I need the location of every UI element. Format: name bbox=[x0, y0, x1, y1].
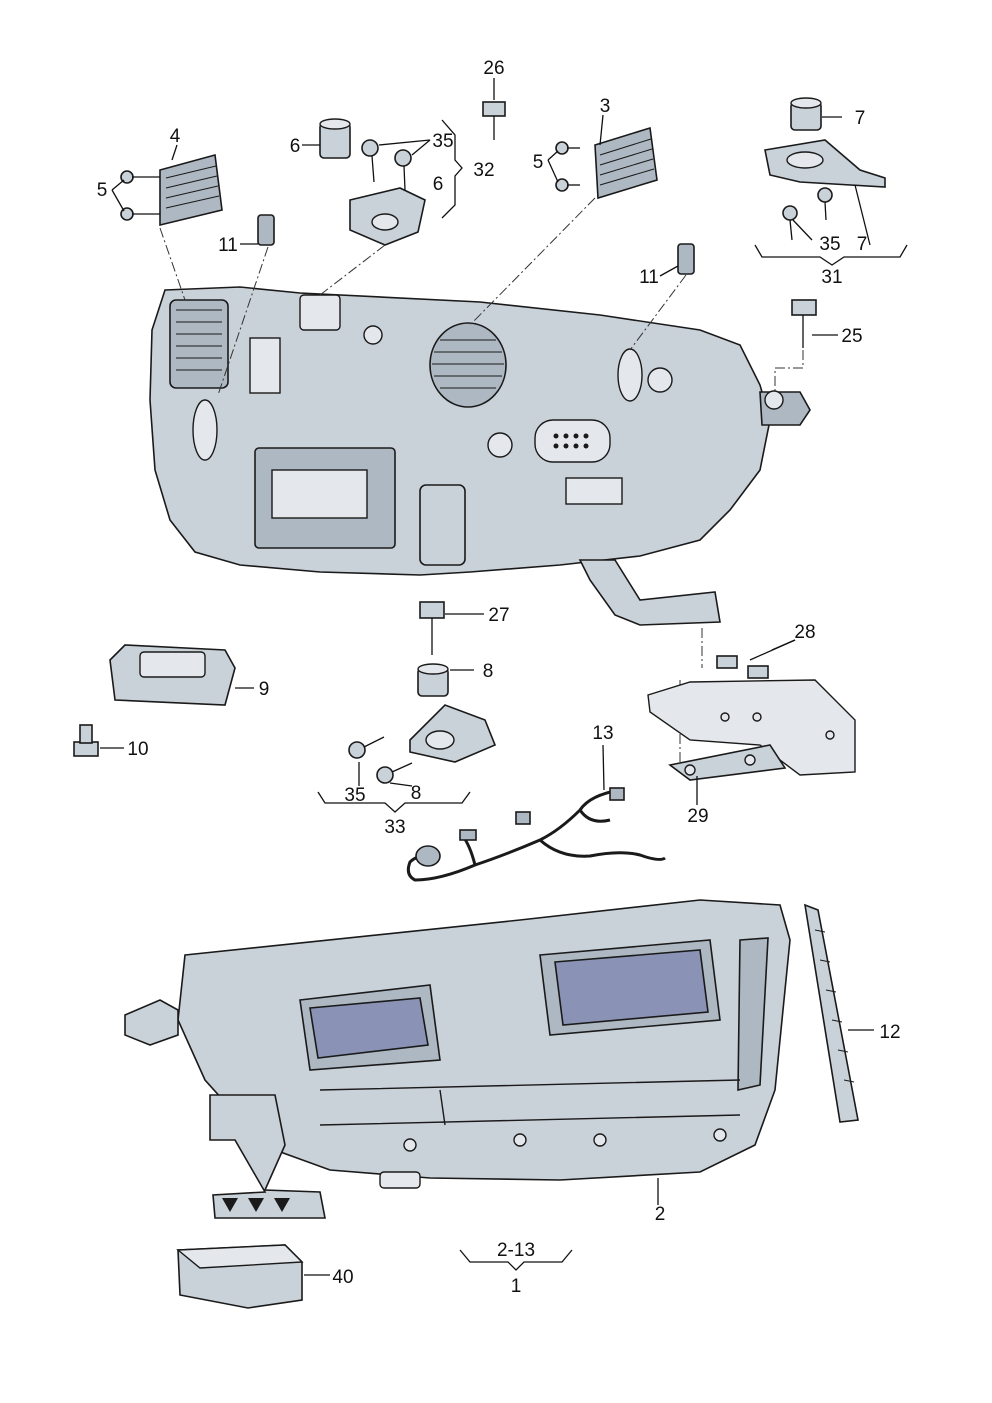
leaders bbox=[100, 78, 908, 1276]
callout-27: 27 bbox=[488, 605, 509, 626]
callout-4: 4 bbox=[170, 126, 181, 147]
callout-13: 13 bbox=[592, 723, 613, 744]
screws-35-lower bbox=[348, 736, 413, 784]
callout-32: 32 bbox=[473, 160, 494, 181]
control-unit-9 bbox=[109, 644, 236, 706]
callout-2-13: 2-13 bbox=[497, 1240, 535, 1261]
callout-7-cap: 7 bbox=[855, 108, 866, 129]
clip-11-left bbox=[257, 214, 275, 246]
callout-25: 25 bbox=[841, 326, 862, 347]
callout-11-right: 11 bbox=[639, 267, 659, 288]
led-heatsink-left bbox=[159, 153, 223, 227]
bracket-29 bbox=[668, 744, 787, 781]
cap-7 bbox=[790, 97, 822, 131]
screws-5-left bbox=[120, 170, 160, 221]
clip-11-right bbox=[677, 243, 695, 275]
bracket-7 bbox=[764, 139, 886, 188]
screws-35-right bbox=[782, 187, 833, 241]
callout-8-cap: 8 bbox=[483, 661, 494, 682]
callout-8-bracket: 8 bbox=[411, 783, 422, 804]
headlight-housing-rear bbox=[149, 286, 811, 626]
protective-cap bbox=[319, 118, 351, 159]
headlight-front-2 bbox=[124, 899, 791, 1219]
callout-40: 40 bbox=[332, 1267, 353, 1288]
callout-29: 29 bbox=[687, 806, 708, 827]
callout-10: 10 bbox=[127, 739, 148, 760]
callout-2: 2 bbox=[655, 1204, 666, 1225]
body-panel bbox=[647, 679, 856, 776]
callout-35-lower: 35 bbox=[344, 785, 365, 806]
callout-5-left: 5 bbox=[97, 180, 108, 201]
wiring-harness-13 bbox=[406, 787, 666, 882]
callout-35-right: 35 bbox=[819, 234, 840, 255]
screw-26 bbox=[482, 101, 506, 140]
screws-28 bbox=[716, 655, 769, 679]
callout-7-bracket: 7 bbox=[857, 234, 868, 255]
callout-11-left: 11 bbox=[218, 235, 238, 256]
screw-25 bbox=[791, 299, 817, 348]
cap-8 bbox=[417, 663, 449, 697]
bracket-8 bbox=[409, 704, 497, 763]
screws-5-right bbox=[555, 141, 580, 192]
seal-strip-12 bbox=[803, 903, 859, 1123]
callout-6-bracket: 6 bbox=[433, 174, 444, 195]
screw-10 bbox=[73, 724, 99, 757]
callout-12: 12 bbox=[879, 1022, 900, 1043]
screws-35-upper bbox=[361, 139, 412, 191]
callout-33: 33 bbox=[384, 817, 405, 838]
callout-35-top: 35 bbox=[432, 131, 453, 152]
assembly-lines bbox=[159, 197, 804, 768]
callout-6-cap: 6 bbox=[290, 136, 301, 157]
callout-9: 9 bbox=[259, 679, 270, 700]
callout-26: 26 bbox=[483, 58, 504, 79]
callout-1: 1 bbox=[511, 1276, 522, 1297]
callout-5-right: 5 bbox=[533, 152, 544, 173]
callout-31: 31 bbox=[821, 267, 842, 288]
bracket-6 bbox=[349, 187, 426, 246]
led-heatsink-right bbox=[594, 126, 658, 200]
callout-labels: 26 4 6 35 32 6 5 5 3 7 11 11 35 7 31 25 … bbox=[97, 58, 901, 1297]
callout-3: 3 bbox=[600, 96, 611, 117]
callout-28: 28 bbox=[794, 622, 815, 643]
foam-block-40 bbox=[176, 1244, 304, 1309]
screw-27 bbox=[419, 601, 445, 655]
